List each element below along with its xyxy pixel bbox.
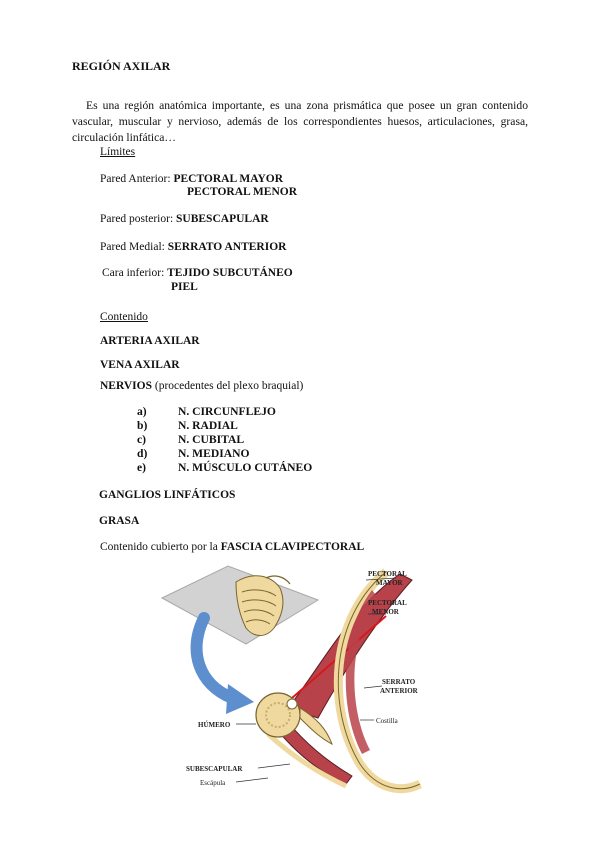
intro-paragraph: Es una región anatómica importante, es u…: [72, 99, 528, 144]
label-subescapular: SUBESCAPULAR: [186, 765, 243, 773]
inferior-label: Cara inferior:: [102, 267, 168, 279]
list-letter: b): [137, 419, 148, 432]
lymph-nodes: GANGLIOS LINFÁTICOS: [99, 489, 236, 501]
label-pectoral-mayor-2: MAYOR: [376, 579, 404, 587]
page-title: REGIÓN AXILAR: [72, 59, 171, 73]
anterior-label: Pared Anterior:: [100, 173, 174, 185]
label-pectoral-mayor-1: PECTORAL: [368, 570, 407, 578]
medial-value: SERRATO ANTERIOR: [167, 241, 287, 253]
axilla-cross-section-figure: PECTORAL MAYOR PECTORAL MENOR SERRATO AN…: [160, 565, 423, 794]
list-item: c) N. CUBITAL: [137, 433, 244, 446]
label-humero: HÚMERO: [198, 721, 231, 729]
anterior-value-1: PECTORAL MAYOR: [173, 173, 284, 185]
nerves-label: NERVIOS: [100, 380, 152, 392]
anterior-value-2: PECTORAL MENOR: [187, 186, 298, 198]
medial-wall: Pared Medial: SERRATO ANTERIOR: [100, 241, 286, 253]
label-serrato-2: ANTERIOR: [380, 687, 419, 695]
label-pectoral-menor-1: PECTORAL: [368, 599, 407, 607]
list-value: N. CUBITAL: [178, 433, 245, 446]
nerves-line: NERVIOS (procedentes del plexo braquial): [100, 380, 303, 392]
inferior-value-1: TEJIDO SUBCUTÁNEO: [167, 267, 293, 279]
vein: VENA AXILAR: [100, 359, 180, 371]
content-heading: Contenido: [100, 311, 148, 323]
figure-labels: PECTORAL MAYOR PECTORAL MENOR SERRATO AN…: [186, 570, 419, 787]
list-item: b) N. RADIAL: [137, 419, 238, 432]
label-pectoral-menor-2: MENOR: [372, 608, 400, 616]
label-leaders: [235, 577, 397, 783]
artery: ARTERIA AXILAR: [100, 335, 200, 347]
label-costilla: Costilla: [376, 717, 399, 725]
medial-label: Pared Medial:: [100, 241, 168, 253]
fascia-prefix: Contenido cubierto por la: [100, 541, 221, 553]
limits-heading: Límites: [100, 146, 136, 158]
list-letter: e): [137, 461, 147, 474]
label-escapula: Escápula: [200, 779, 226, 787]
nerves-note: (procedentes del plexo braquial): [152, 380, 304, 392]
list-letter: a): [137, 405, 147, 418]
anterior-wall: Pared Anterior: PECTORAL MAYOR: [100, 173, 283, 185]
inferior-face: Cara inferior: TEJIDO SUBCUTÁNEO: [102, 267, 293, 279]
list-value: N. CIRCUNFLEJO: [178, 405, 276, 418]
list-item: e) N. MÚSCULO CUTÁNEO: [137, 461, 312, 474]
list-value: N. MÚSCULO CUTÁNEO: [178, 461, 313, 474]
list-item: d) N. MEDIANO: [137, 447, 250, 460]
inferior-value-2: PIEL: [171, 281, 198, 293]
list-letter: d): [137, 447, 148, 460]
posterior-wall: Pared posterior: SUBESCAPULAR: [100, 213, 269, 225]
posterior-value: SUBESCAPULAR: [176, 213, 269, 225]
fascia-line: Contenido cubierto por la FASCIA CLAVIPE…: [100, 541, 364, 553]
label-serrato-1: SERRATO: [382, 678, 416, 686]
blue-arrow-icon: [190, 612, 254, 714]
thorax-plane-illustration: [160, 565, 320, 645]
cross-section: [255, 568, 423, 794]
list-item: a) N. CIRCUNFLEJO: [137, 405, 276, 418]
fascia-value: FASCIA CLAVIPECTORAL: [220, 541, 365, 553]
list-value: N. MEDIANO: [178, 447, 250, 460]
list-letter: c): [137, 433, 147, 446]
fat: GRASA: [99, 515, 140, 527]
list-value: N. RADIAL: [178, 419, 238, 432]
posterior-label: Pared posterior:: [100, 213, 177, 225]
